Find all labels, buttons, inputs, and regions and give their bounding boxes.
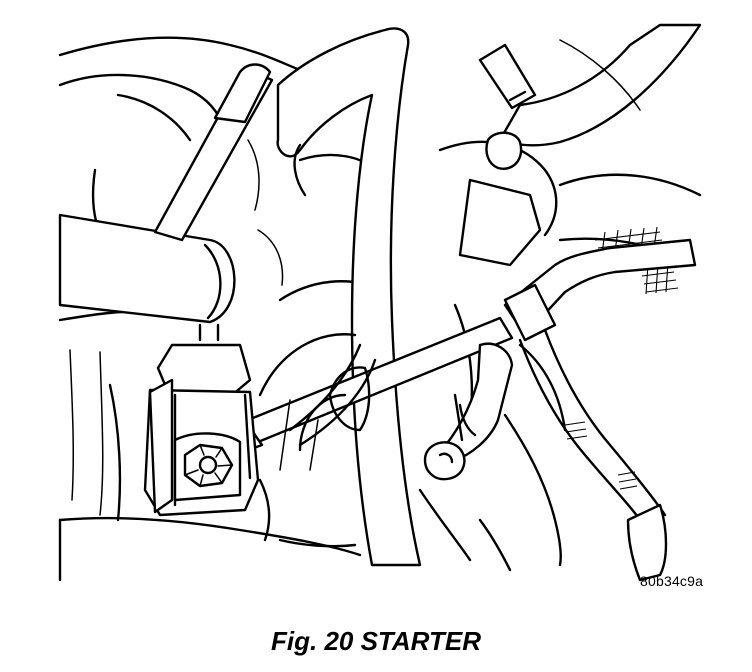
starter-cable bbox=[503, 238, 697, 582]
starter-housing bbox=[258, 333, 371, 471]
figure-caption: Fig. 20 STARTER bbox=[271, 626, 481, 656]
pivot-bracket bbox=[423, 342, 514, 481]
vertical-tube bbox=[276, 27, 422, 567]
electrical-connector bbox=[143, 323, 260, 517]
figure-reference-code: 80b34c9a bbox=[640, 573, 704, 589]
upper-right-bent-tube bbox=[478, 23, 702, 147]
upper-left-pipe bbox=[58, 213, 236, 324]
lower-left-outlines bbox=[58, 383, 562, 582]
terminal-hex-nut bbox=[183, 443, 234, 488]
diagonal-rod bbox=[153, 63, 274, 242]
engine-block-right bbox=[438, 131, 702, 432]
